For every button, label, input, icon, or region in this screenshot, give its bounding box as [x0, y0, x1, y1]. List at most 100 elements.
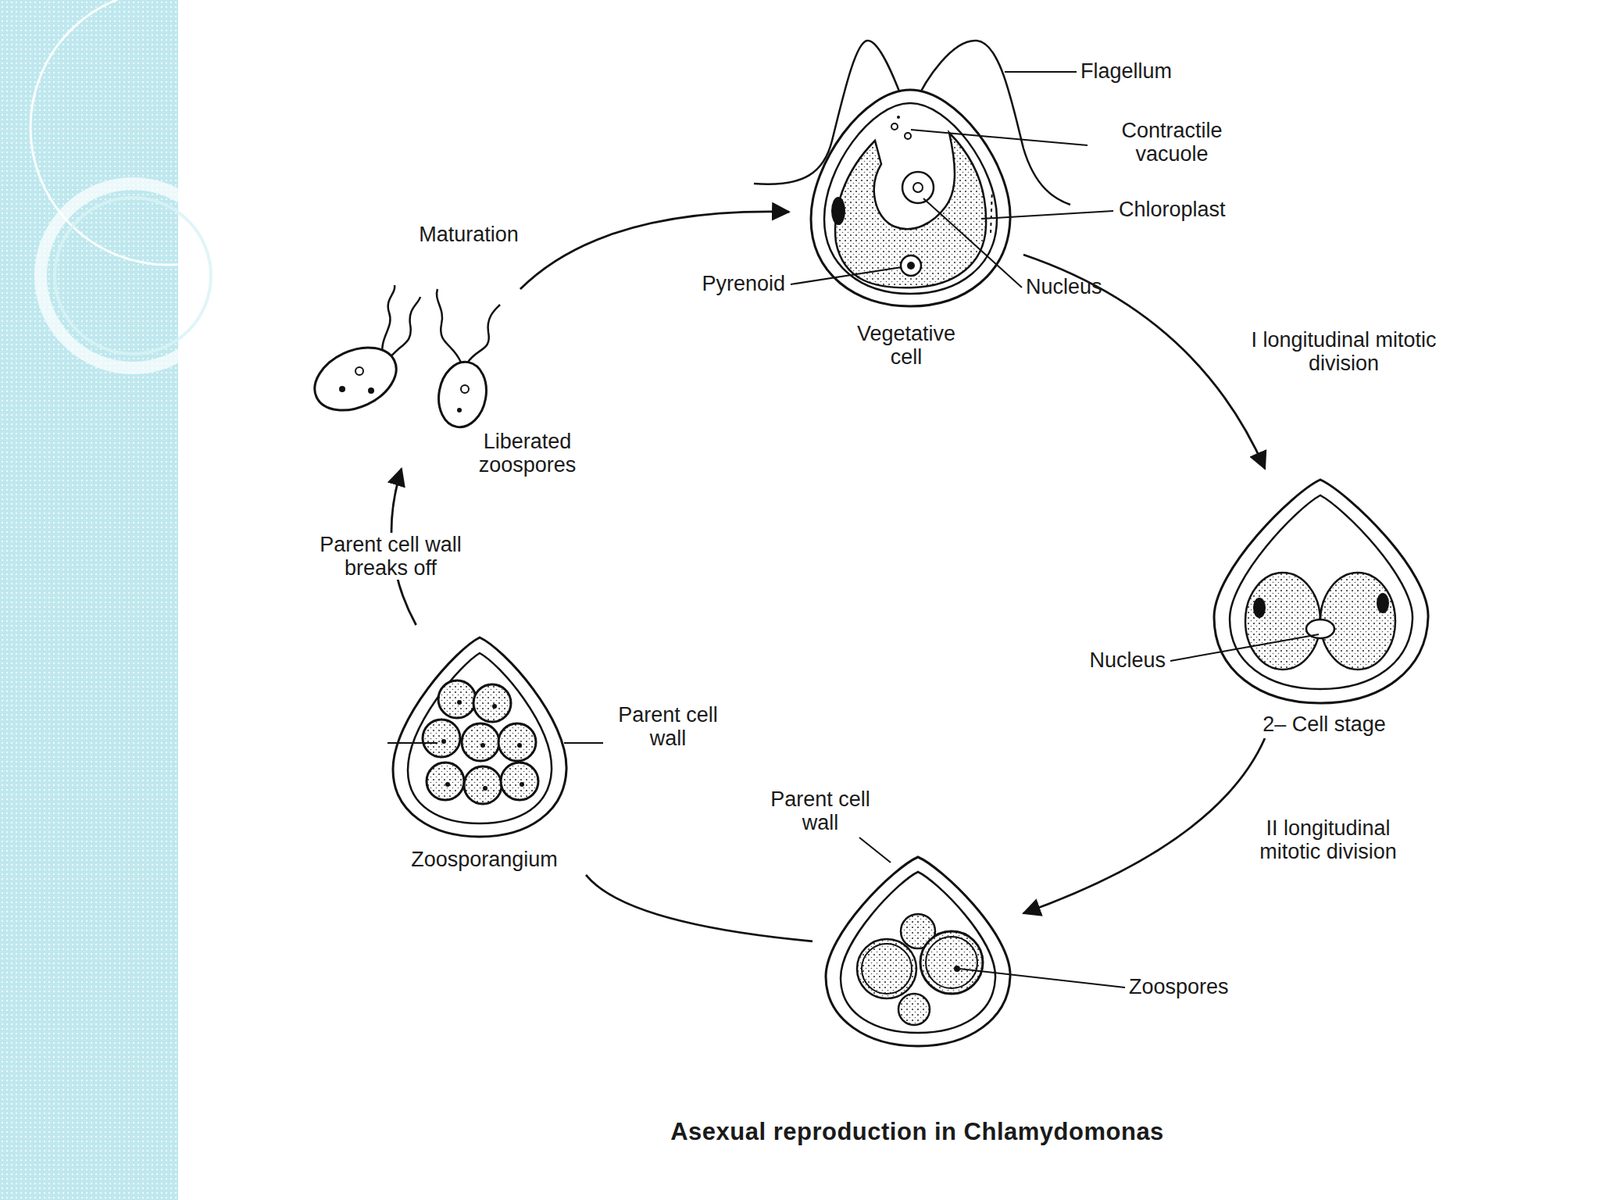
- part-label: Nucleus: [1025, 275, 1151, 299]
- ellipse-shape: [1320, 572, 1396, 670]
- arrow-label: Parent cell wall breaks off: [300, 532, 481, 580]
- ellipse-shape: [831, 196, 846, 225]
- leader-line: [1004, 71, 1077, 73]
- leader-line: [387, 742, 438, 744]
- circle-shape: [339, 385, 346, 393]
- ellipse-shape: [1253, 597, 1266, 618]
- outline-path: [835, 132, 986, 288]
- circle-shape: [517, 742, 522, 748]
- circle-shape: [461, 723, 500, 761]
- circle-shape: [355, 367, 364, 375]
- circle-shape: [953, 965, 961, 972]
- circle-shape: [492, 703, 497, 709]
- stage-arrow: [1023, 254, 1265, 469]
- stage-node: Vegetative cell: [789, 31, 1024, 399]
- cell-illustration: [812, 843, 1024, 1059]
- circle-shape: [482, 785, 488, 791]
- outline-path: [436, 289, 461, 363]
- part-label: Flagellum: [1080, 59, 1237, 83]
- circle-shape: [457, 700, 462, 705]
- circle-shape: [900, 255, 922, 276]
- ellipse-shape: [433, 357, 492, 431]
- circle-shape: [898, 993, 930, 1025]
- outline-path: [387, 296, 421, 361]
- stage-caption: Zoosporangium: [382, 847, 586, 872]
- circle-shape: [367, 387, 375, 394]
- part-label: Chloroplast: [1118, 197, 1275, 222]
- part-label: Contractile vacuole: [1089, 118, 1254, 166]
- stage-arrow: [585, 875, 813, 942]
- circle-shape: [498, 723, 536, 761]
- stage-node: Zoospores: [812, 843, 1024, 1059]
- outline-path: [467, 304, 500, 364]
- circle-shape: [441, 739, 447, 744]
- circle-shape: [445, 782, 450, 787]
- outline-path: [810, 89, 1011, 307]
- circle-shape: [500, 762, 539, 800]
- cell-illustration: [382, 625, 586, 875]
- stage-caption: 2– Cell stage: [1203, 712, 1446, 736]
- stage-node: Zoosporangium: [382, 625, 586, 875]
- arrow-label: II longitudinal mitotic division: [1234, 816, 1422, 864]
- circle-shape: [891, 123, 898, 130]
- deco-ring: [40, 183, 225, 368]
- deco-ring: [54, 197, 211, 354]
- stage-node: 2– Cell stage: [1203, 468, 1446, 739]
- leader-line: [959, 968, 1125, 988]
- circle-shape: [457, 407, 462, 413]
- stage-node: Liberated zoospores: [304, 289, 555, 469]
- circle-shape: [857, 939, 917, 999]
- circle-shape: [925, 936, 978, 989]
- leader-line: [910, 129, 1088, 146]
- stage-caption: Vegetative cell: [839, 321, 973, 369]
- ellipse-shape: [1306, 619, 1335, 639]
- outline-path: [990, 187, 993, 235]
- cell-illustration: [1203, 468, 1446, 739]
- outline-path: [825, 857, 1011, 1047]
- outline-path: [824, 103, 997, 294]
- leader-line: [790, 267, 902, 285]
- circle-shape: [438, 680, 476, 718]
- circle-shape: [861, 943, 912, 994]
- circle-shape: [920, 931, 983, 994]
- leader-line: [981, 210, 1114, 219]
- leader-line: [923, 198, 1022, 288]
- part-label: Parent cell wall: [761, 787, 879, 835]
- part-label: Nucleus: [1046, 648, 1166, 672]
- deco-ring: [30, 0, 306, 265]
- outline-path: [840, 871, 996, 1033]
- arrow-label: Maturation: [406, 222, 532, 247]
- circle-shape: [473, 684, 511, 722]
- circle-shape: [896, 115, 900, 119]
- svg-group: [387, 71, 1319, 988]
- leader-line: [564, 742, 604, 744]
- stage-caption: Liberated zoospores: [453, 429, 602, 477]
- part-label: Parent cell wall: [609, 703, 727, 750]
- circle-shape: [422, 719, 461, 758]
- outline-path: [1214, 479, 1429, 704]
- ellipse-shape: [1245, 572, 1321, 670]
- circle-shape: [519, 782, 525, 787]
- circle-shape: [480, 742, 486, 748]
- stage-arrow: [1023, 738, 1265, 914]
- ellipse-shape: [304, 335, 407, 423]
- arrow-label: I longitudinal mitotic division: [1250, 328, 1438, 375]
- circle-shape: [913, 182, 923, 193]
- side-band: [0, 0, 179, 1200]
- figure-caption: Asexual reproduction in Chlamydomonas: [487, 1118, 1347, 1147]
- outline-path: [392, 637, 567, 837]
- circle-shape: [904, 132, 911, 140]
- leader-line: [1170, 634, 1319, 661]
- outline-path: [1229, 495, 1413, 690]
- outline-path: [382, 285, 395, 358]
- circle-shape: [902, 171, 934, 204]
- circle-shape: [426, 762, 465, 800]
- outline-path: [407, 653, 552, 824]
- ellipse-shape: [1376, 592, 1390, 614]
- part-label: Pyrenoid: [625, 271, 786, 296]
